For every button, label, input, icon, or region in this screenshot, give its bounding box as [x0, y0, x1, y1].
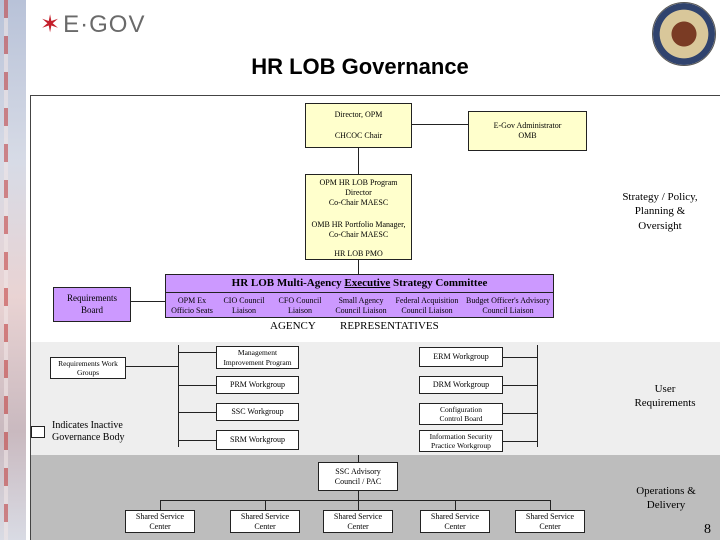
- requirements-work-groups-box: Requirements Work Groups: [50, 357, 126, 379]
- drm-workgroup-box: DRM Workgroup: [419, 376, 503, 394]
- representatives-label: REPRESENTATIVES: [340, 320, 439, 332]
- star-icon: ✶: [40, 11, 62, 38]
- egov-administrator-box: E-Gov Administrator OMB: [468, 111, 587, 151]
- connector: [412, 124, 468, 125]
- connector: [178, 385, 216, 386]
- member-small-agency-council: Small Agency Council Liaison: [335, 296, 387, 315]
- connector: [550, 500, 551, 510]
- hr-lob-pmo-box: OPM HR LOB Program Director Co-Chair MAE…: [305, 174, 412, 260]
- configuration-control-board-box: Configuration Control Board: [419, 403, 503, 425]
- inactive-legend-swatch: [31, 426, 45, 438]
- connector: [178, 412, 216, 413]
- connector: [358, 455, 359, 462]
- srm-workgroup-box: SRM Workgroup: [216, 430, 299, 450]
- inactive-legend-label: Indicates Inactive Governance Body: [52, 420, 125, 443]
- connector: [503, 413, 537, 414]
- ssc-workgroup-box: SSC Workgroup: [216, 403, 299, 421]
- erm-workgroup-box: ERM Workgroup: [419, 347, 503, 367]
- requirements-board-box: Requirements Board: [53, 287, 131, 322]
- shared-service-center-box: Shared Service Center: [515, 510, 585, 533]
- connector: [178, 345, 179, 447]
- executive-strategy-committee-title: HR LOB Multi-Agency Executive Strategy C…: [165, 274, 554, 293]
- shared-service-center-box: Shared Service Center: [230, 510, 300, 533]
- diagram-frame: [30, 95, 720, 540]
- connector: [178, 352, 216, 353]
- slide-number: 8: [704, 522, 711, 537]
- committee-members-row: OPM Ex Officio Seats CIO Council Liaison…: [165, 293, 554, 318]
- connector: [131, 301, 165, 302]
- connector: [537, 345, 538, 447]
- member-cfo-council: CFO Council Liaison: [278, 296, 322, 315]
- egov-logo: ✶E·GOV: [40, 11, 146, 38]
- connector: [503, 385, 537, 386]
- member-federal-acquisition-council: Federal Acquisition Council Liaison: [395, 296, 459, 315]
- connector: [455, 500, 456, 510]
- requirements-band: [31, 342, 720, 455]
- member-budget-officers-council: Budget Officer's Advisory Council Liaiso…: [466, 296, 550, 315]
- opm-seal: [652, 2, 716, 66]
- connector: [358, 148, 359, 174]
- connector: [178, 440, 216, 441]
- shared-service-center-box: Shared Service Center: [125, 510, 195, 533]
- ssc-advisory-council-box: SSC Advisory Council / PAC: [318, 462, 398, 491]
- user-requirements-side-label: User Requirements: [634, 383, 696, 410]
- management-improvement-program-box: Management Improvement Program: [216, 346, 299, 369]
- connector: [160, 500, 161, 510]
- connector: [265, 500, 266, 510]
- connector: [160, 500, 550, 501]
- director-opm-box: Director, OPM CHCOC Chair: [305, 103, 412, 148]
- page-title: HR LOB Governance: [251, 54, 469, 79]
- connector: [503, 441, 537, 442]
- strategy-side-label: Strategy / Policy, Planning & Oversight: [622, 191, 698, 232]
- connector: [503, 357, 537, 358]
- member-cio-council: CIO Council Liaison: [223, 296, 265, 315]
- connector: [358, 260, 359, 274]
- prm-workgroup-box: PRM Workgroup: [216, 376, 299, 394]
- agency-label: AGENCY: [270, 320, 316, 332]
- shared-service-center-box: Shared Service Center: [420, 510, 490, 533]
- flag-background: [0, 0, 26, 540]
- member-opm-ex-officio: OPM Ex Officio Seats: [171, 296, 213, 315]
- connector: [126, 366, 178, 367]
- information-security-workgroup-box: Information Security Practice Workgroup: [419, 430, 503, 452]
- shared-service-center-box: Shared Service Center: [323, 510, 393, 533]
- operations-side-label: Operations & Delivery: [636, 485, 696, 512]
